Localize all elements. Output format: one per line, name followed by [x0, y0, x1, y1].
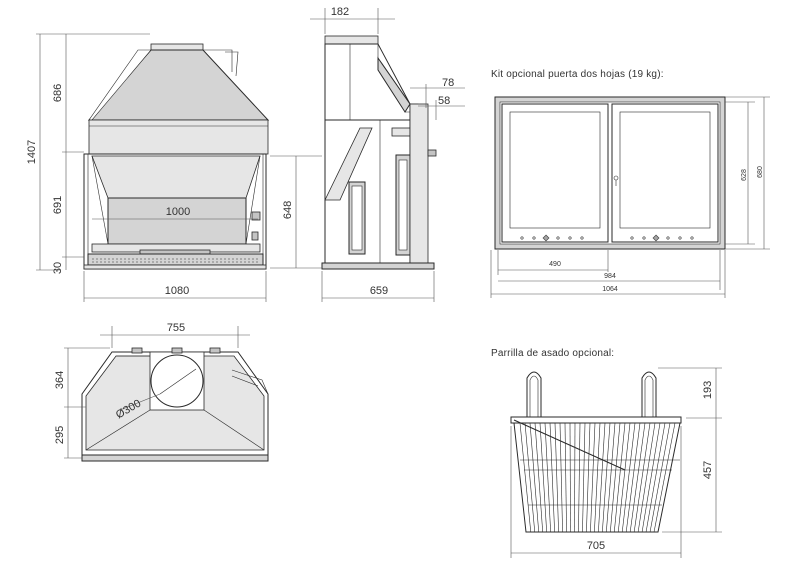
grill-wire [554, 422, 559, 533]
grill-wire [598, 422, 606, 533]
grill-wire [559, 422, 563, 533]
dim-base-height: 30 [52, 262, 64, 274]
grill-wire [606, 422, 616, 533]
dim-top-depth-364: 364 [54, 371, 66, 389]
dim-flue: 182 [331, 6, 349, 18]
grill-wire [649, 422, 671, 533]
grill-wire [534, 422, 543, 533]
grill-title: Parrilla de asado opcional: [491, 348, 614, 359]
grill-wire [594, 422, 601, 533]
grill-wire [625, 422, 641, 533]
grill-wire [590, 422, 596, 533]
grill-wire [613, 422, 626, 533]
grill-wire [609, 422, 621, 533]
grill-wire [645, 422, 666, 533]
grill-wire [653, 422, 676, 533]
grill-wire [641, 422, 661, 533]
dim-outer-width: 1080 [165, 285, 189, 297]
grill-wire [629, 422, 646, 533]
dim-total-height: 1407 [26, 140, 38, 164]
dim-490: 490 [549, 261, 561, 268]
grill-wire [602, 422, 611, 533]
dim-top-width: 755 [167, 322, 185, 334]
dim-offset-58: 58 [438, 95, 450, 107]
grill-wire [578, 422, 581, 533]
grill-wire [637, 422, 656, 533]
grill-wire [564, 422, 567, 533]
dim-opening-height: 691 [52, 196, 64, 214]
grill-wire [617, 422, 631, 533]
dim-1064: 1064 [602, 286, 618, 293]
grill-wire [539, 422, 547, 533]
dim-side-height: 648 [282, 201, 294, 219]
grill-wire [549, 422, 555, 533]
dim-depth: 659 [370, 285, 388, 297]
dim-hood-height: 686 [52, 84, 64, 102]
grill-wire [529, 422, 540, 533]
dim-offset-78: 78 [442, 77, 454, 89]
front-view: 1407 686 691 30 1000 1080 [26, 33, 270, 302]
dim-680: 680 [757, 166, 764, 178]
top-view: 755 364 295 Ø300 [54, 322, 269, 462]
dim-705: 705 [587, 540, 605, 552]
side-view: 182 78 58 648 659 [270, 6, 465, 302]
dim-457: 457 [702, 461, 714, 479]
grill-wires [519, 422, 676, 533]
dim-193: 193 [702, 381, 714, 399]
dim-984: 984 [604, 273, 616, 280]
grill-wire [633, 422, 651, 533]
grill-wire [544, 422, 551, 533]
grill-wire [621, 422, 636, 533]
grill-wire [519, 422, 532, 533]
door-kit: Kit opcional puerta dos hojas (19 kg): 4… [490, 69, 770, 298]
door-kit-title: Kit opcional puerta dos hojas (19 kg): [491, 69, 664, 80]
dim-inner-width: 1000 [166, 206, 190, 218]
grill-wire [569, 422, 571, 533]
dim-628: 628 [741, 169, 748, 181]
grill: Parrilla de asado opcional: 193 457 705 [491, 348, 722, 558]
grill-wire [524, 422, 536, 533]
dim-top-depth-295: 295 [54, 426, 66, 444]
grill-wire [582, 422, 586, 533]
grill-wire [586, 422, 591, 533]
